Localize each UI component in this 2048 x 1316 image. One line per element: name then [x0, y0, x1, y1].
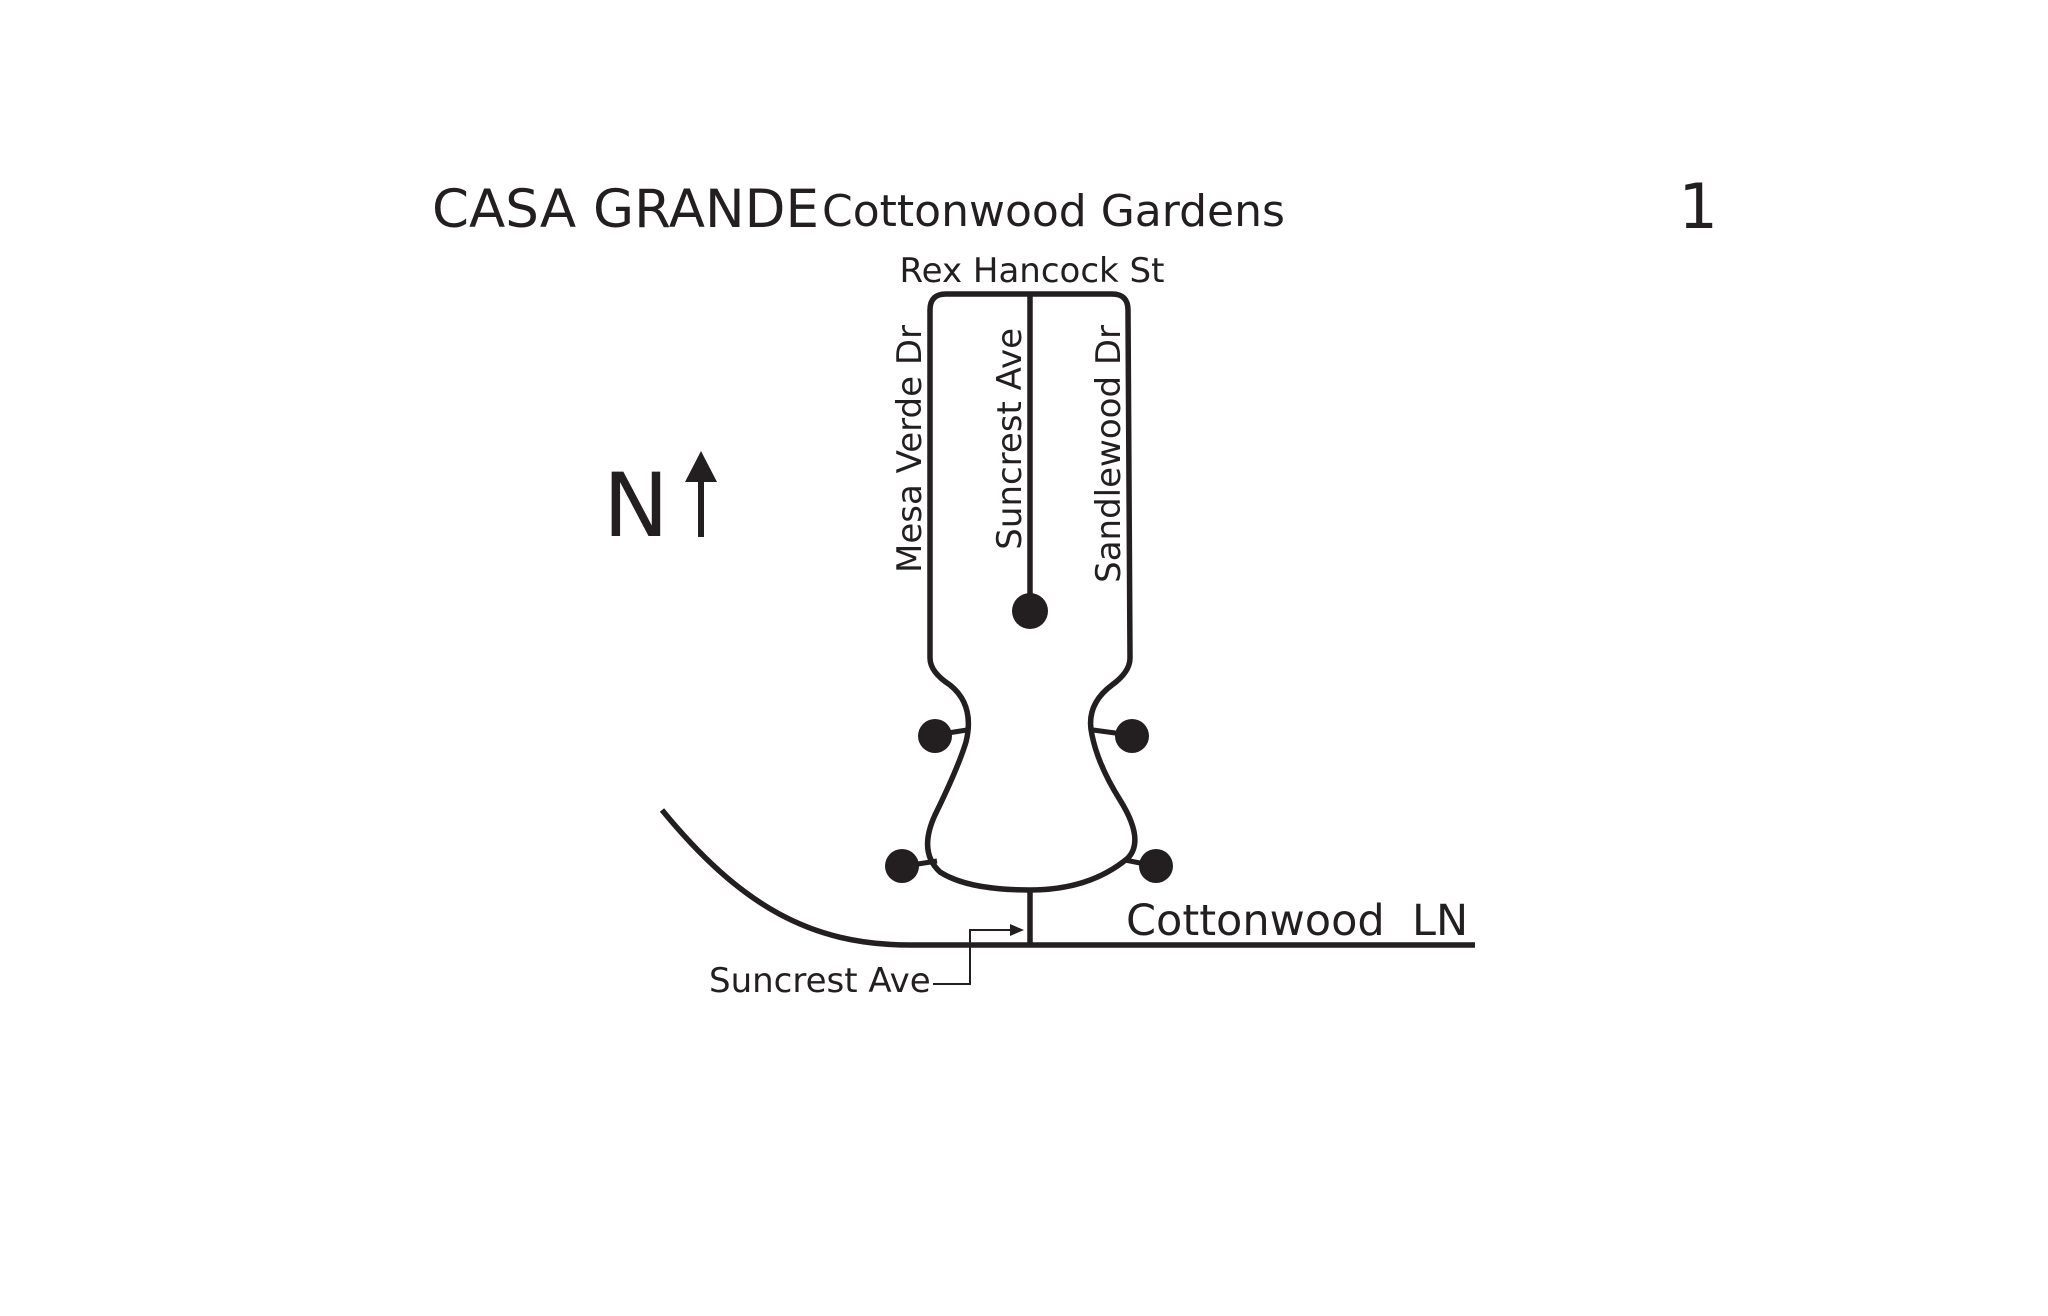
street-label-suncrest-entrance: Suncrest Ave — [709, 961, 931, 1001]
north-arrow-icon — [685, 451, 717, 537]
callout-arrow-icon — [1010, 924, 1024, 936]
cul-de-sac-east-lower — [1139, 849, 1173, 883]
cul-de-sac-east-upper — [1115, 719, 1149, 753]
north-label: N — [603, 454, 669, 557]
callout-leader-line — [933, 929, 1010, 985]
street-label-rex-hancock: Rex Hancock St — [900, 251, 1165, 291]
cul-de-sac-west-lower — [885, 849, 919, 883]
cul-de-sac-center — [1012, 593, 1048, 629]
cottonwood-ln-road — [659, 808, 1475, 948]
street-label-mesa-verde: Mesa Verde Dr — [890, 325, 930, 573]
subdivision-title: Cottonwood Gardens — [822, 186, 1285, 237]
page-number: 1 — [1679, 170, 1718, 243]
street-label-sandlewood: Sandlewood Dr — [1089, 325, 1129, 583]
street-label-suncrest-north: Suncrest Ave — [990, 328, 1030, 550]
city-title: CASA GRANDE — [432, 179, 819, 240]
street-label-cottonwood-ln: Cottonwood LN — [1126, 896, 1468, 946]
subdivision-loop-road — [924, 291, 1138, 893]
cul-de-sac-west-upper — [918, 719, 952, 753]
